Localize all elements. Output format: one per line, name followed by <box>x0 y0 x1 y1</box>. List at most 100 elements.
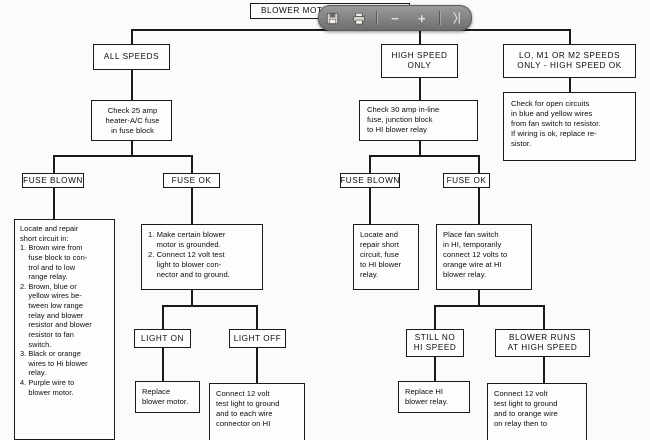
mcg-line-2: motor is grounded. <box>148 240 221 250</box>
pdf-floating-toolbar[interactable]: − + <box>318 5 472 31</box>
zoom-in-icon[interactable]: + <box>412 9 432 27</box>
rbm-line-1: Replace <box>142 387 171 396</box>
connector-right-fuse-blown-stem <box>369 155 371 173</box>
print-icon[interactable] <box>349 9 369 27</box>
check-25amp-line-3: in fuse block <box>111 126 154 135</box>
check-open-line-3: from fan switch to resistor. <box>511 119 601 129</box>
lrs-left-line-7: 2. Brown, blue or <box>20 281 77 291</box>
c12ew-line-1: Connect 12 volt <box>216 389 270 398</box>
light-on-label: LIGHT ON <box>141 333 184 343</box>
check-open-line-2: in blue and yellow wires <box>511 109 593 119</box>
zoom-out-glyph: − <box>391 10 399 26</box>
node-fuse-ok-left: FUSE OK <box>163 173 220 188</box>
node-high-speed-only: HIGH SPEED ONLY <box>381 44 458 78</box>
node-locate-repair-short-right: Locate and repair short circuit, fuse to… <box>353 224 419 290</box>
node-check-25amp: Check 25 amp heater-A/C fuse in fuse blo… <box>91 100 172 141</box>
light-off-label: LIGHT OFF <box>233 333 282 343</box>
pfs-line-5: blower relay. <box>443 270 487 280</box>
connector-hi-result-bar <box>434 305 544 307</box>
pfs-line-2: in HI, temporarily <box>443 240 502 250</box>
connector-fuse-ok-right-down <box>478 188 480 224</box>
check-30amp-line-2: fuse, junction block <box>367 115 433 125</box>
zoom-out-icon[interactable]: − <box>385 9 405 27</box>
pfs-line-3: connect 12 volts to <box>443 250 508 260</box>
lrs-left-line-1: Locate and repair <box>20 224 79 233</box>
connector-high-speed-down <box>419 78 421 100</box>
node-make-certain-grounded: 1. Make certain blower motor is grounded… <box>141 224 263 290</box>
c12ew-line-2: test light to ground <box>216 399 280 409</box>
connector-light-on-down <box>162 348 164 381</box>
connector-fuse-blown-right-down <box>369 188 371 224</box>
rhr-line-1: Replace HI <box>405 387 444 396</box>
connector-all-speeds-down <box>131 70 133 100</box>
connector-still-no-hi-stem <box>434 305 436 329</box>
fuse-blown-right-label: FUSE BLOWN <box>340 175 400 185</box>
connector-light-off-down <box>256 348 258 383</box>
mcg-line-1: 1. Make certain blower <box>148 230 226 239</box>
connector-pfs-down <box>478 290 480 306</box>
lrs-left-line-11: resistor and blower <box>20 320 92 330</box>
zoom-in-glyph: + <box>418 10 426 26</box>
snhs-line-2: HI SPEED <box>413 343 457 352</box>
node-lo-m1-m2-line-1: LO, M1 OR M2 SPEEDS <box>519 51 620 61</box>
connector-to-all-speeds <box>131 29 133 44</box>
c12ow-line-4: on relay then to <box>494 419 548 429</box>
node-connect-12v-orange-wire: Connect 12 volt test light to ground and… <box>487 383 587 440</box>
rhr-line-2: blower relay. <box>405 397 449 407</box>
check-30amp-line-1: Check 30 amp in-line <box>367 105 440 114</box>
connector-left-fuse-bar <box>53 155 192 157</box>
adobe-pdf-icon[interactable] <box>447 9 467 27</box>
node-place-fan-switch: Place fan switch in HI, temporarily conn… <box>436 224 532 290</box>
node-light-on: LIGHT ON <box>134 329 191 348</box>
lrs-left-line-2: short circuit in: <box>20 233 69 243</box>
brh-line-1: BLOWER RUNS <box>508 333 576 343</box>
node-lo-m1-m2: LO, M1 OR M2 SPEEDS ONLY - HIGH SPEED OK <box>503 44 636 78</box>
connector-25amp-down <box>131 141 133 156</box>
mcg-line-3: 2. Connect 12 volt test <box>148 250 225 260</box>
c12ew-line-3: and to each wire <box>216 409 273 419</box>
mcg-line-5: nector and to ground. <box>148 270 230 280</box>
connector-lo-m1-m2-down <box>569 78 571 92</box>
connector-right-fuse-bar <box>369 155 479 157</box>
lrs-left-line-4: fuse block to con- <box>20 252 88 262</box>
lrs-right-line-3: circuit, fuse <box>360 250 400 260</box>
check-25amp-line-1: Check 25 amp <box>107 105 158 115</box>
save-icon[interactable] <box>322 9 342 27</box>
lrs-left-line-16: relay. <box>20 368 47 378</box>
lrs-left-line-10: relay and blower <box>20 310 84 320</box>
rbm-line-2: blower motor. <box>142 397 189 407</box>
node-check-open-circuits: Check for open circuits in blue and yell… <box>503 92 636 161</box>
lrs-left-line-12: resistor to fan <box>20 329 74 339</box>
node-check-30amp: Check 30 amp in-line fuse, junction bloc… <box>359 100 478 141</box>
mcg-line-4: light to blower con- <box>148 260 222 270</box>
check-open-line-1: Check for open circuits <box>511 99 590 108</box>
check-open-line-4: If wiring is ok, replace re- <box>511 129 597 139</box>
node-all-speeds-label: ALL SPEEDS <box>103 52 160 62</box>
lrs-left-line-14: 3. Black or orange <box>20 349 81 359</box>
node-replace-hi-relay: Replace HI blower relay. <box>398 381 470 413</box>
lrs-left-line-9: tween low range <box>20 301 83 310</box>
connector-light-bar <box>162 305 257 307</box>
node-high-speed-line-2: ONLY <box>407 61 432 70</box>
fuse-ok-left-label: FUSE OK <box>171 175 212 185</box>
lrs-left-line-8: yellow wires be- <box>20 291 82 301</box>
node-fuse-ok-right: FUSE OK <box>443 173 490 188</box>
lrs-right-line-1: Locate and <box>360 230 399 239</box>
node-fuse-blown-right: FUSE BLOWN <box>340 173 400 188</box>
connector-30amp-down <box>419 141 421 156</box>
c12ow-line-2: test light to ground <box>494 399 558 409</box>
toolbar-divider-1 <box>376 11 379 25</box>
node-high-speed-line-1: HIGH SPEED <box>391 51 448 61</box>
connector-blower-runs-stem <box>543 305 545 329</box>
c12ew-line-4: connector on HI <box>216 419 271 429</box>
lrs-left-line-18: blower motor. <box>20 387 74 397</box>
check-30amp-line-3: to HI blower relay <box>367 125 427 135</box>
connector-left-fuse-ok-stem <box>191 155 193 173</box>
connector-fuse-ok-left-down <box>191 188 193 224</box>
brh-line-2: AT HIGH SPEED <box>507 343 578 352</box>
lrs-left-line-5: trol and to low <box>20 262 76 272</box>
c12ow-line-1: Connect 12 volt <box>494 389 548 398</box>
lrs-right-line-5: relay. <box>360 270 379 280</box>
connector-to-lo-m1-m2 <box>569 29 571 44</box>
lrs-left-line-6: range relay. <box>20 272 68 282</box>
